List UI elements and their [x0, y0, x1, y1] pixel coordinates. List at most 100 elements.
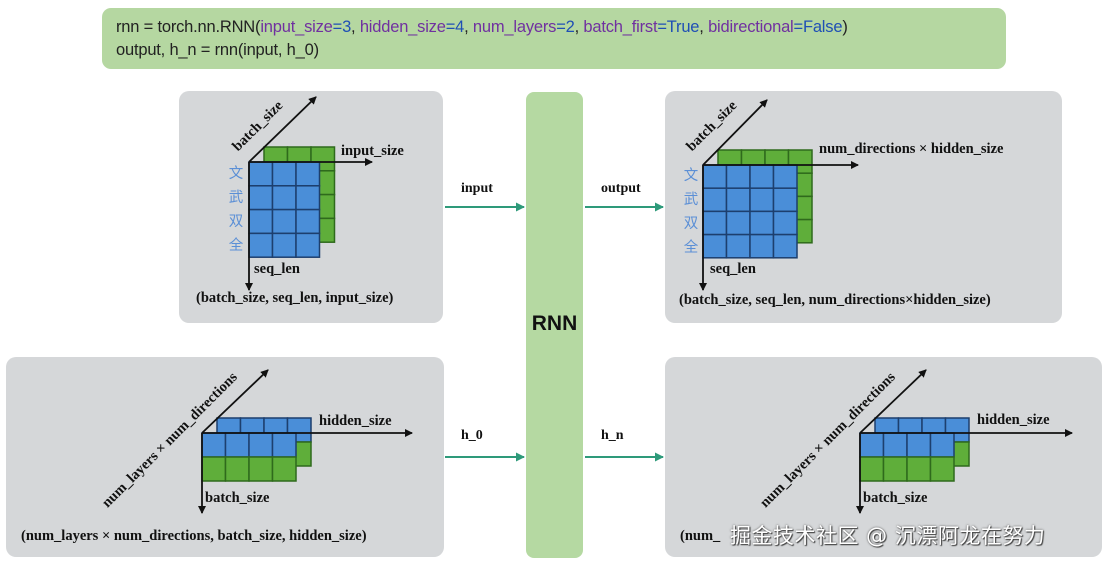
- output-front-cell: [725, 233, 751, 259]
- input-flow-label: input: [461, 181, 493, 196]
- output-front-cell: [702, 233, 728, 259]
- h0-shape-label: (num_layers × num_directions, batch_size…: [21, 528, 367, 544]
- code-arg-eq: =: [657, 18, 667, 36]
- h_n-front-cell: [929, 456, 955, 482]
- output-front-cell: [725, 210, 751, 236]
- output-front-cell: [772, 210, 798, 236]
- code-suffix: ): [842, 18, 848, 36]
- input-front-cell: [271, 185, 297, 211]
- input-front-cell: [295, 232, 321, 258]
- rnn-block-label: RNN: [531, 312, 578, 335]
- output-front-cell: [702, 210, 728, 236]
- h_0-front-cell: [248, 432, 274, 458]
- h_0-front-cell: [201, 456, 227, 482]
- h0-axis-batch-label: batch_size: [205, 490, 270, 506]
- h_n-front-cell: [906, 432, 932, 458]
- h_0-front-cell: [224, 456, 250, 482]
- output-shape-label: (batch_size, seq_len, num_directions×hid…: [679, 292, 991, 308]
- h_0-front-cell: [224, 432, 250, 458]
- output-front-cell: [749, 164, 775, 189]
- h_n-front-cell: [859, 456, 885, 482]
- input-axis-input-size-label: input_size: [341, 143, 404, 159]
- code-prefix: rnn = torch.nn.RNN(: [116, 18, 261, 36]
- hn-axis-batch-label: batch_size: [863, 490, 928, 506]
- code-arg-value: 3: [342, 18, 352, 36]
- code-arg-sep: ,: [699, 18, 709, 36]
- h_n-front-cell: [882, 456, 908, 482]
- code-arg-value: True: [666, 18, 700, 36]
- output-axis-seq-len-label: seq_len: [710, 261, 756, 277]
- h_0-front-cell: [271, 432, 297, 458]
- input-front-cell: [248, 161, 274, 187]
- code-arg-name: bidirectional: [708, 18, 794, 36]
- code-arg-sep: ,: [464, 18, 473, 36]
- h_n-front-cell: [882, 432, 908, 458]
- hn-flow-label: h_n: [601, 428, 624, 443]
- code-arg-name: num_layers: [472, 18, 557, 36]
- code-arg-eq: =: [332, 18, 343, 36]
- code-arg-sep: ,: [351, 18, 360, 36]
- h_n-diag-axis-arrow: [859, 369, 927, 434]
- input-front-cell: [248, 232, 274, 258]
- code-snippet: rnn = torch.nn.RNN(input_size=3, hidden_…: [102, 8, 1006, 69]
- output-side-char-1: 文: [683, 168, 699, 184]
- output-flow-label: output: [601, 181, 641, 196]
- code-arg-eq: =: [556, 18, 566, 36]
- h_n-front-cell: [859, 432, 885, 458]
- input-side-char-1: 文: [228, 166, 244, 182]
- code-arg-value: 4: [455, 18, 465, 36]
- input-shape-label: (batch_size, seq_len, input_size): [196, 290, 394, 306]
- output-front-cell: [725, 187, 751, 213]
- watermark-text: 掘金技术社区 @ 沉漂阿龙在努力: [730, 524, 1046, 548]
- code-arg-name: hidden_size: [359, 18, 446, 36]
- code-arg-sep: ,: [574, 18, 584, 36]
- output-diag-axis-arrow: [702, 99, 768, 166]
- h_n-front-cell: [929, 432, 955, 458]
- code-arg-value: False: [802, 18, 843, 36]
- input-front-cell: [271, 161, 297, 187]
- input-side-char-2: 武: [228, 190, 244, 206]
- code-line-2: output, h_n = rnn(input, h_0): [116, 41, 319, 59]
- output-front-cell: [772, 233, 798, 259]
- input-side-char-3: 双: [228, 214, 244, 230]
- h_0-front-cell: [248, 456, 274, 482]
- input-front-cell: [248, 185, 274, 211]
- h_0-front-cell: [201, 432, 227, 458]
- code-arg-value: 2: [565, 18, 575, 36]
- code-args: input_size=3, hidden_size=4, num_layers=…: [260, 18, 842, 36]
- input-front-cell: [295, 185, 321, 211]
- h_0-diag-axis-arrow: [201, 369, 269, 434]
- code-line-1: rnn = torch.nn.RNN(input_size=3, hidden_…: [116, 16, 992, 39]
- input-front-cell: [295, 161, 321, 187]
- output-front-cell: [772, 164, 798, 189]
- input-front-cell: [271, 232, 297, 258]
- output-front-cell: [725, 164, 751, 189]
- output-side-char-3: 双: [683, 216, 699, 232]
- output-axis-hidden-label: num_directions × hidden_size: [819, 141, 1004, 157]
- input-front-cell: [248, 208, 274, 235]
- input-axis-seq-len-label: seq_len: [254, 261, 300, 277]
- code-arg-eq: =: [445, 18, 456, 36]
- input-diag-axis-arrow: [248, 96, 317, 163]
- input-side-char-4: 全: [228, 238, 244, 254]
- input-front-cell: [295, 208, 321, 235]
- h0-flow-label: h_0: [461, 428, 483, 443]
- h_n-front-cell: [906, 456, 932, 482]
- code-arg-eq: =: [793, 18, 804, 36]
- code-arg-name: input_size: [260, 18, 333, 36]
- hn-shape-label: (num_: [680, 528, 721, 544]
- code-arg-name: batch_first: [583, 18, 658, 36]
- output-front-cell: [749, 210, 775, 236]
- h0-axis-hidden-label: hidden_size: [319, 413, 392, 429]
- output-front-cell: [749, 233, 775, 259]
- h_0-front-cell: [271, 456, 297, 482]
- output-front-cell: [772, 187, 798, 213]
- rnn-block: [526, 92, 583, 558]
- input-front-cell: [271, 208, 297, 235]
- output-side-char-2: 武: [683, 192, 699, 208]
- output-front-cell: [749, 187, 775, 213]
- output-side-char-4: 全: [683, 240, 699, 256]
- output-front-cell: [702, 187, 728, 213]
- output-front-cell: [702, 164, 728, 189]
